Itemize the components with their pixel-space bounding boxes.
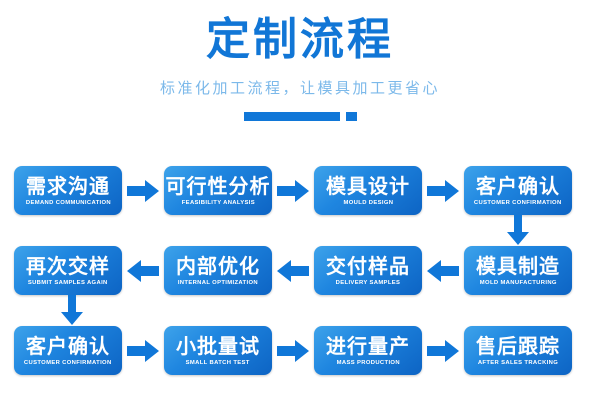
- flow-node-mould-design[interactable]: 模具设计 MOULD DESIGN: [314, 166, 422, 215]
- arrow-left-icon: [127, 259, 159, 282]
- flow-connector-1-2: [272, 166, 314, 215]
- flow-node-label-cn: 客户确认: [476, 173, 560, 198]
- flow-node-label-cn: 内部优化: [176, 253, 260, 278]
- arrow-down-icon-left: [61, 295, 83, 325]
- flow-node-label-en: MOULD DESIGN: [343, 199, 393, 206]
- arrow-right-icon: [427, 339, 459, 362]
- flow-connector-3-2: [272, 326, 314, 375]
- page-header: 定制流程 标准化加工流程，让模具加工更省心: [0, 0, 600, 121]
- flow-connector-2-1: [122, 246, 164, 295]
- flow-node-small-batch-test[interactable]: 小批量试 SMALL BATCH TEST: [164, 326, 272, 375]
- arrow-right-icon: [277, 339, 309, 362]
- flow-node-customer-confirmation-2[interactable]: 客户确认 CUSTOMER CONFIRMATION: [14, 326, 122, 375]
- flow-node-delivery-samples[interactable]: 交付样品 DELIVERY SAMPLES: [314, 246, 422, 295]
- flow-node-label-cn: 再次交样: [26, 253, 110, 278]
- flow-node-label-cn: 小批量试: [176, 333, 260, 358]
- flow-node-submit-samples-again[interactable]: 再次交样 SUBMIT SAMPLES AGAIN: [14, 246, 122, 295]
- flow-node-label-en: MOLD MANUFACTURING: [479, 279, 557, 286]
- flow-row-3: 客户确认 CUSTOMER CONFIRMATION 小批量试 SMALL BA…: [0, 326, 600, 375]
- flow-node-demand-communication[interactable]: 需求沟通 DEMAND COMMUNICATION: [14, 166, 122, 215]
- arrow-right-icon: [277, 179, 309, 202]
- flow-node-label-cn: 客户确认: [26, 333, 110, 358]
- arrow-right-icon: [127, 179, 159, 202]
- arrow-left-icon: [277, 259, 309, 282]
- arrow-down-icon-right: [507, 215, 529, 245]
- flow-row-1: 需求沟通 DEMAND COMMUNICATION 可行性分析 FEASIBIL…: [0, 166, 600, 215]
- flow-node-label-en: CUSTOMER CONFIRMATION: [474, 199, 562, 206]
- arrow-right-icon: [127, 339, 159, 362]
- flow-connector-2-3: [422, 246, 464, 295]
- flow-node-label-en: AFTER SALES TRACKING: [477, 359, 559, 366]
- divider-bar-icon: [243, 111, 340, 121]
- flow-node-customer-confirmation-1[interactable]: 客户确认 CUSTOMER CONFIRMATION: [464, 166, 572, 215]
- divider-dot-icon: [345, 111, 357, 121]
- flow-node-after-sales-tracking[interactable]: 售后跟踪 AFTER SALES TRACKING: [464, 326, 572, 375]
- flow-node-label-en: INTERNAL OPTIMIZATION: [177, 279, 259, 286]
- flow-node-label-cn: 模具制造: [476, 253, 560, 278]
- flow-connector-3-1: [122, 326, 164, 375]
- flow-node-internal-optimization[interactable]: 内部优化 INTERNAL OPTIMIZATION: [164, 246, 272, 295]
- flow-connector-1-1: [122, 166, 164, 215]
- flow-node-label-cn: 售后跟踪: [476, 333, 560, 358]
- page-subtitle: 标准化加工流程，让模具加工更省心: [159, 78, 440, 97]
- arrow-right-icon: [427, 179, 459, 202]
- flow-row-2: 再次交样 SUBMIT SAMPLES AGAIN 内部优化 INTERNAL …: [0, 246, 600, 295]
- flow-node-label-en: DEMAND COMMUNICATION: [25, 199, 111, 206]
- flow-node-feasibility-analysis[interactable]: 可行性分析 FEASIBILITY ANALYSIS: [164, 166, 272, 215]
- flow-node-label-en: CUSTOMER CONFIRMATION: [24, 359, 112, 366]
- flow-node-label-cn: 模具设计: [326, 173, 410, 198]
- flow-node-mass-production[interactable]: 进行量产 MASS PRODUCTION: [314, 326, 422, 375]
- flow-node-label-en: MASS PRODUCTION: [336, 359, 400, 366]
- flow-node-label-cn: 交付样品: [326, 253, 410, 278]
- flow-node-label-en: SUBMIT SAMPLES AGAIN: [28, 279, 108, 286]
- arrow-left-icon: [427, 259, 459, 282]
- page-title: 定制流程: [206, 14, 394, 65]
- flow-node-label-cn: 可行性分析: [165, 173, 271, 198]
- process-flowchart: 需求沟通 DEMAND COMMUNICATION 可行性分析 FEASIBIL…: [0, 158, 600, 401]
- flow-node-label-en: SMALL BATCH TEST: [185, 359, 251, 366]
- flow-node-label-cn: 需求沟通: [26, 173, 110, 198]
- title-divider: [0, 111, 600, 121]
- flow-node-label-cn: 进行量产: [326, 333, 410, 358]
- flow-connector-2-2: [272, 246, 314, 295]
- flow-connector-3-3: [422, 326, 464, 375]
- flow-node-mold-manufacturing[interactable]: 模具制造 MOLD MANUFACTURING: [464, 246, 572, 295]
- flow-node-label-en: FEASIBILITY ANALYSIS: [181, 199, 255, 206]
- flow-connector-1-3: [422, 166, 464, 215]
- flow-node-label-en: DELIVERY SAMPLES: [335, 279, 401, 286]
